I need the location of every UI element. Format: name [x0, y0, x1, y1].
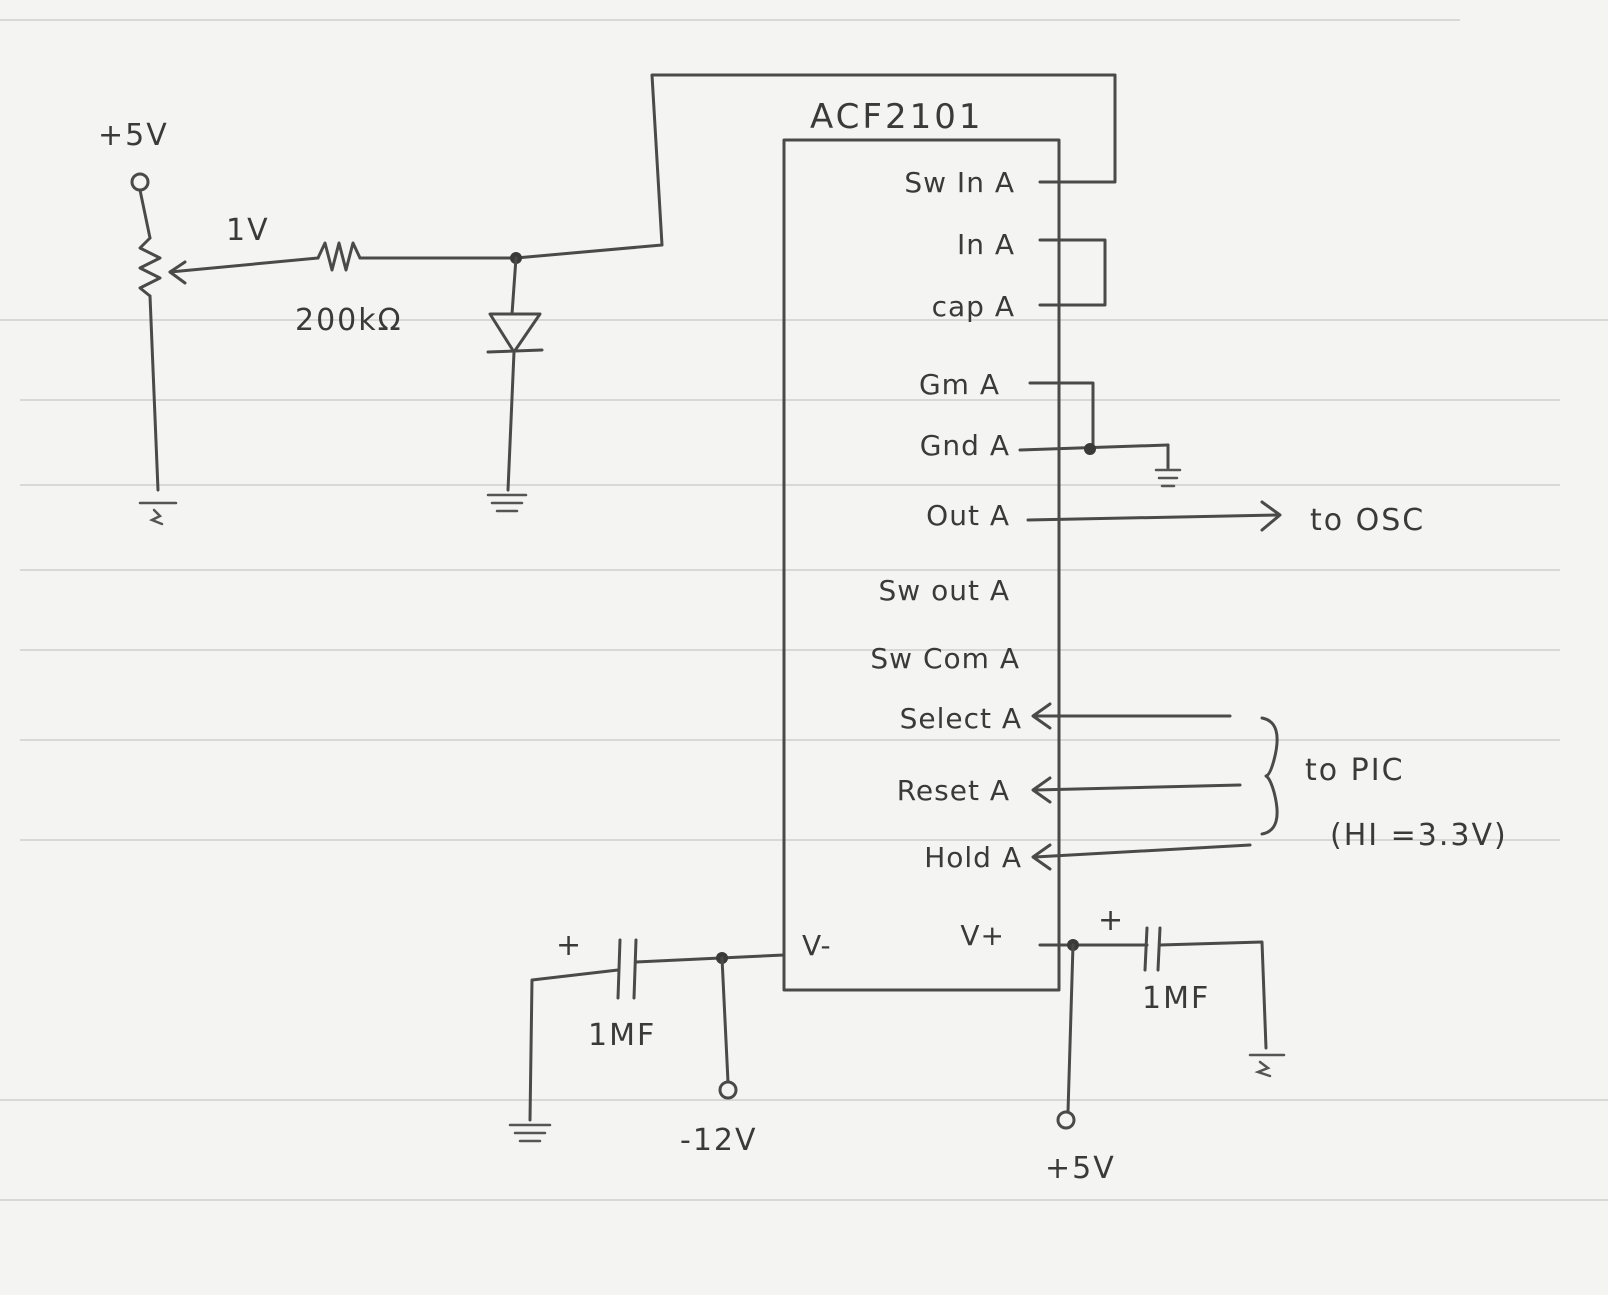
label-200k: 200kΩ — [295, 303, 403, 338]
label-cap-right: 1MF — [1142, 981, 1210, 1016]
wire-wiper — [168, 256, 320, 274]
arrow-out-a — [1260, 500, 1282, 532]
capacitor-right — [1143, 926, 1162, 972]
label-cap-right-plus: + — [1098, 903, 1125, 938]
paper-background — [0, 19, 1608, 1201]
ic-name: ACF2101 — [810, 97, 984, 137]
pin-v-plus: V+ — [960, 919, 1005, 952]
ground-symbol-cap-left — [508, 1123, 552, 1143]
terminal-top-5v — [130, 172, 150, 192]
label-cap-left: 1MF — [588, 1018, 656, 1053]
ground-symbol-pot — [138, 501, 178, 526]
pin-gm-a: Gm A — [919, 368, 1000, 401]
pin-hold-a: Hold A — [924, 841, 1022, 874]
wire-out-a — [1026, 513, 1280, 522]
pin-cap-a: cap A — [932, 290, 1015, 323]
label-plus-5v: +5V — [1045, 1151, 1116, 1186]
label-pic-note: (HI =3.3V) — [1330, 818, 1508, 853]
label-cap-left-plus: + — [556, 928, 583, 963]
pin-sw-in-a: Sw In A — [904, 166, 1015, 199]
ground-symbol-cap-right — [1248, 1053, 1286, 1078]
wire-sw-in-loop — [514, 73, 1117, 260]
pin-gnd-a: Gnd A — [920, 429, 1010, 462]
ground-symbol-gnd-a — [1154, 468, 1182, 488]
pin-v-minus: V- — [802, 929, 832, 962]
resistor-200k — [316, 241, 362, 272]
wire-in-cap-jumper — [1038, 238, 1107, 307]
label-minus-12v: -12V — [680, 1123, 758, 1158]
pin-sw-com-a: Sw Com A — [870, 642, 1020, 675]
pin-reset-a: Reset A — [897, 774, 1010, 807]
arrow-select-a — [1031, 702, 1052, 730]
label-1v: 1V — [226, 213, 270, 248]
terminal-minus-12v — [718, 1080, 738, 1100]
pin-select-a: Select A — [900, 702, 1022, 735]
brace-pic — [1260, 716, 1279, 836]
label-to-pic: to PIC — [1305, 753, 1405, 788]
wire-gm-gnd — [1028, 381, 1095, 452]
terminal-plus-5v — [1056, 1110, 1076, 1130]
capacitor-left — [616, 938, 638, 1000]
label-to-osc: to OSC — [1310, 503, 1425, 538]
ground-symbol-diode — [486, 493, 528, 513]
junction-gnd — [1084, 443, 1096, 455]
ic-body — [782, 138, 1061, 992]
pin-sw-out-a: Sw out A — [879, 574, 1010, 607]
pin-in-a: In A — [957, 228, 1015, 261]
arrow-wiper — [168, 260, 187, 285]
wire-hold-a — [1033, 843, 1252, 859]
pin-out-a: Out A — [926, 499, 1010, 532]
wire-reset-a — [1033, 783, 1242, 792]
label-top-5v: +5V — [98, 118, 169, 153]
potentiometer — [138, 236, 162, 298]
arrow-hold-a — [1031, 843, 1052, 871]
wire-v-minus — [634, 953, 786, 964]
diode — [488, 312, 542, 354]
arrow-reset-a — [1031, 776, 1052, 804]
